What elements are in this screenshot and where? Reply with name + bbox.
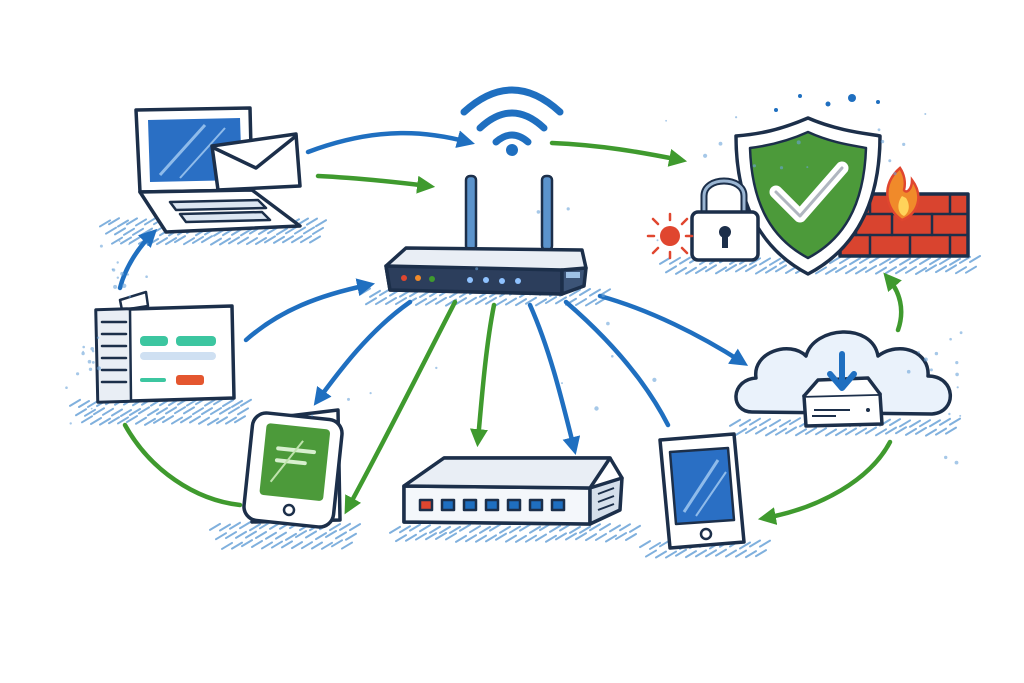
- arrow-server-to-phone: [122, 422, 243, 508]
- wifi-router-icon: [384, 174, 588, 296]
- arrow-cloud-to-security: [883, 272, 904, 333]
- arrow-router-to-cloud: [597, 293, 749, 366]
- arrow-router-to-switch-blue: [527, 302, 581, 455]
- arrow-cloud-to-tablet: [757, 439, 893, 525]
- laptop-with-envelope-icon: [134, 106, 302, 234]
- arrow-server-to-router: [243, 278, 376, 343]
- padlock-icon: [690, 177, 760, 262]
- flame-icon: [886, 166, 920, 222]
- arrow-router-to-phone-green: [344, 299, 458, 515]
- shield-icon: [734, 116, 882, 276]
- scatter-dots: [65, 113, 963, 465]
- spark-dots: [774, 94, 880, 112]
- arrow-wifi-to-security: [549, 140, 688, 167]
- arrow-server-to-laptop: [117, 228, 158, 291]
- shield-lock-firewall-icon: [646, 94, 970, 276]
- arrow-router-to-phone-blue: [313, 299, 413, 406]
- tablet-icon: [658, 432, 746, 550]
- connection-arrows: [117, 130, 904, 525]
- smartphone-icon: [242, 408, 344, 529]
- arrow-router-to-switch-green: [469, 302, 497, 448]
- virus-icon: [646, 212, 694, 260]
- arrow-laptop-to-router: [315, 173, 436, 194]
- network-switch-icon: [402, 456, 624, 526]
- cloud-storage-icon: [734, 330, 952, 428]
- arrow-laptop-to-wifi: [305, 130, 475, 155]
- arrow-router-to-tablet: [563, 299, 671, 428]
- wifi-signal-icon: [460, 86, 564, 156]
- server-icon: [94, 290, 236, 404]
